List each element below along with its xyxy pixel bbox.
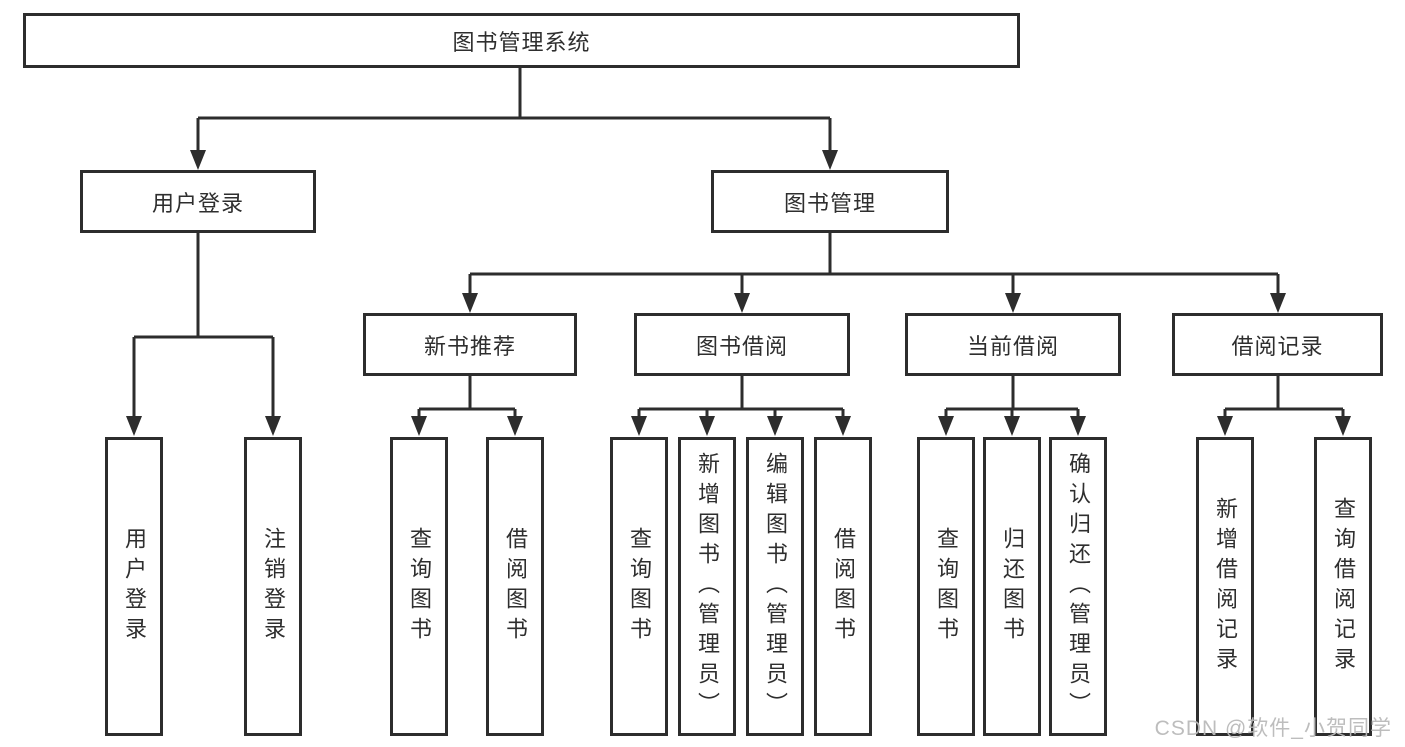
node-new-book-recommend: 新书推荐 xyxy=(363,313,577,376)
node-user-login: 用户登录 xyxy=(80,170,316,233)
leaf-current-return-books-label: 归还图书 xyxy=(1000,526,1025,647)
leaf-user-login: 用户登录 xyxy=(105,437,163,736)
leaf-newrec-borrow-books-label: 借阅图书 xyxy=(503,526,528,647)
node-current-borrow-label: 当前借阅 xyxy=(966,333,1059,359)
watermark: CSDN @软件_小贺同学 xyxy=(1154,717,1392,740)
node-book-management: 图书管理 xyxy=(711,170,949,233)
leaf-newrec-query-books: 查询图书 xyxy=(390,437,448,736)
connector-book-management xyxy=(468,233,1280,296)
leaf-newrec-query-books-label: 查询图书 xyxy=(407,526,432,647)
leaf-borrow-add-books-admin-label: 新增图书（管理员） xyxy=(695,451,720,722)
leaf-logout: 注销登录 xyxy=(244,437,302,736)
node-new-book-recommend-label: 新书推荐 xyxy=(423,333,516,359)
connector-user-login xyxy=(132,233,275,419)
leaf-current-confirm-return-admin: 确认归还（管理员） xyxy=(1049,437,1107,736)
leaf-borrow-query-books-label: 查询图书 xyxy=(627,526,652,647)
leaf-records-add-record-label: 新增借阅记录 xyxy=(1213,496,1238,677)
connector-new-book xyxy=(417,376,517,419)
connector-current-borrow xyxy=(944,376,1080,419)
connector-root xyxy=(196,68,832,152)
leaf-borrow-borrow-books-label: 借阅图书 xyxy=(831,526,856,647)
node-book-borrow: 图书借阅 xyxy=(634,313,850,376)
node-root-label: 图书管理系统 xyxy=(452,29,591,55)
leaf-current-confirm-return-admin-label: 确认归还（管理员） xyxy=(1066,451,1091,722)
leaf-current-return-books: 归还图书 xyxy=(983,437,1041,736)
node-book-management-label: 图书管理 xyxy=(783,190,876,216)
connector-borrow-records xyxy=(1223,376,1345,419)
leaf-borrow-add-books-admin: 新增图书（管理员） xyxy=(678,437,736,736)
leaf-records-query-record-label: 查询借阅记录 xyxy=(1331,496,1356,677)
leaf-newrec-borrow-books: 借阅图书 xyxy=(486,437,544,736)
leaf-logout-label: 注销登录 xyxy=(261,526,286,647)
node-current-borrow: 当前借阅 xyxy=(905,313,1121,376)
node-user-login-label: 用户登录 xyxy=(151,190,244,216)
node-root: 图书管理系统 xyxy=(23,13,1020,68)
leaf-user-login-label: 用户登录 xyxy=(122,526,147,647)
leaf-borrow-edit-books-admin-label: 编辑图书（管理员） xyxy=(763,451,788,722)
leaf-current-query-books-label: 查询图书 xyxy=(934,526,959,647)
connector-book-borrow xyxy=(637,376,845,419)
leaf-records-add-record: 新增借阅记录 xyxy=(1196,437,1254,736)
leaf-current-query-books: 查询图书 xyxy=(917,437,975,736)
leaf-borrow-edit-books-admin: 编辑图书（管理员） xyxy=(746,437,804,736)
node-borrow-records-label: 借阅记录 xyxy=(1231,333,1324,359)
leaf-borrow-borrow-books: 借阅图书 xyxy=(814,437,872,736)
leaf-borrow-query-books: 查询图书 xyxy=(610,437,668,736)
node-borrow-records: 借阅记录 xyxy=(1172,313,1383,376)
node-book-borrow-label: 图书借阅 xyxy=(695,333,788,359)
leaf-records-query-record: 查询借阅记录 xyxy=(1314,437,1372,736)
